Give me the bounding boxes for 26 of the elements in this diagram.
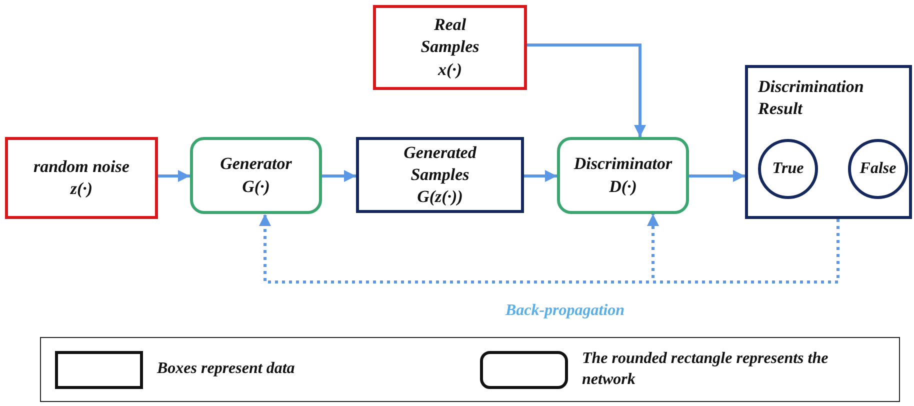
formula: G(z(·)): [417, 186, 463, 208]
legend-text: Boxes represent data: [157, 359, 295, 380]
data-box: [373, 5, 527, 90]
formula: D(·): [609, 176, 637, 198]
node-label: Generated Samples: [402, 142, 478, 186]
data-box: [356, 137, 524, 213]
network-box: [190, 137, 322, 214]
result-box: [745, 65, 912, 219]
node-label: Discriminator: [574, 153, 672, 176]
node-label: False: [860, 158, 896, 179]
legend-text: The rounded rectangle represents the network: [582, 348, 830, 390]
network-box: [557, 137, 689, 214]
formula: x(·): [438, 58, 462, 81]
node-label: True: [772, 158, 804, 179]
node-label: random noise: [34, 156, 130, 178]
arrow: [524, 170, 557, 182]
node-label: Generator: [220, 153, 292, 176]
arrow: [689, 170, 745, 182]
data-box: [5, 137, 158, 219]
node-label: Discrimination Result: [758, 76, 865, 120]
formula: G(·): [242, 176, 270, 198]
arrow: [158, 170, 190, 182]
arrow: [527, 44, 646, 137]
dotted-arrow: [647, 214, 840, 284]
formula: z(·): [70, 178, 93, 200]
arrow: [322, 170, 356, 182]
